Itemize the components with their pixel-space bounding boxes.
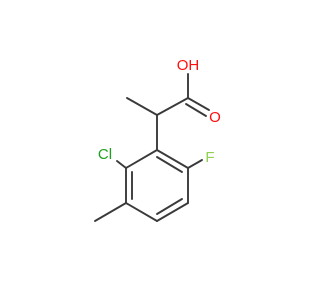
- ring-bond-c6-c1: [156, 149, 189, 169]
- carbonyl-oxygen-label: O: [209, 109, 221, 126]
- bond-ring-to-methyl: [94, 202, 127, 222]
- structure-diagram: OH O Cl F: [94, 57, 221, 222]
- ring-bond-c3-c4: [125, 202, 158, 222]
- bond-alpha-to-carboxyl-carbon: [156, 97, 189, 116]
- bond-ring-to-chlorine: [116, 160, 127, 169]
- bond-carbonyl-outer: [187, 97, 210, 111]
- molecule-canvas: OH O Cl F: [94, 57, 221, 222]
- hydroxyl-label: OH: [177, 57, 200, 74]
- bond-ring-to-fluorine: [187, 159, 203, 169]
- fluorine-label: F: [205, 149, 214, 166]
- chlorine-label: Cl: [98, 146, 112, 163]
- ring-bond-c1-c2: [125, 149, 158, 169]
- ring-bond-c4-c5: [156, 202, 189, 222]
- ring-bond-c6-c1-inner: [156, 156, 183, 173]
- ring-bond-c4-c5-inner: [156, 198, 183, 215]
- bond-carbonyl-inner: [185, 103, 207, 117]
- bond-alpha-to-methyl: [126, 97, 158, 116]
